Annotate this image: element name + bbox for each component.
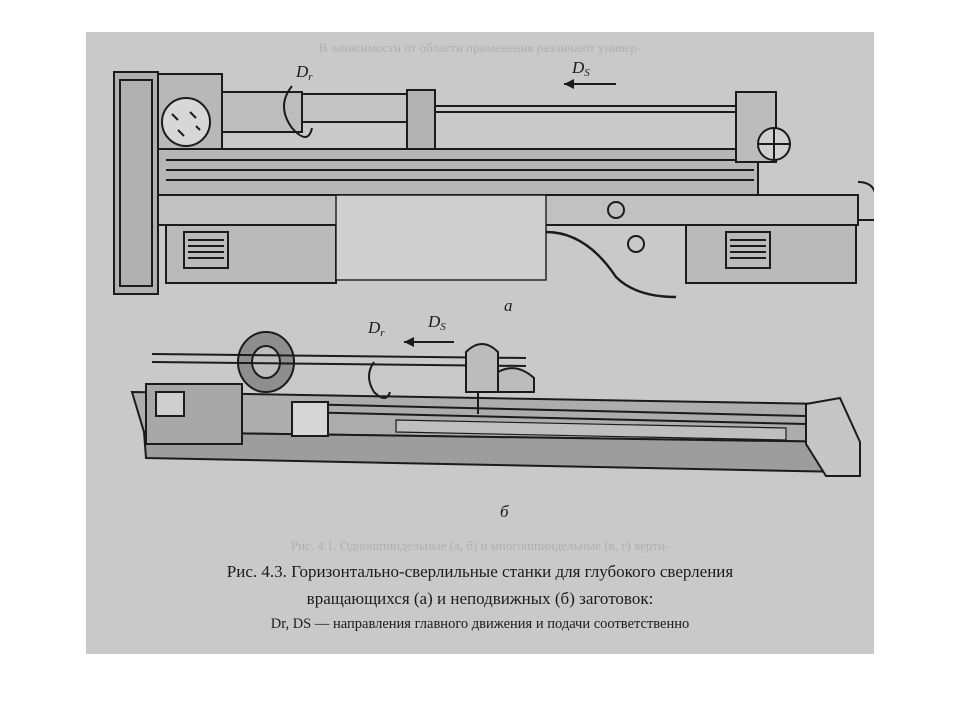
machine-a-drawing [113,71,874,299]
label-dr-bottom: Dr [368,318,385,339]
label-ds-bottom: DS [428,312,446,333]
label-dr-top: Dr [296,62,313,83]
machine-b-drawing [130,331,861,477]
label-a: а [504,296,513,315]
machine-drawings [113,71,874,477]
figure-caption-line-1: Рис. 4.3. Горизонтально-сверлильные стан… [226,562,734,581]
label-b: б [500,502,509,521]
figure-photo: В зависимости от области применения разл… [86,32,874,654]
label-ds-top: DS [572,58,590,79]
bleed-through-text-bottom: Рис. 4.1. Одношпиндельные (а, б) и много… [290,538,670,553]
bleed-through-text-top: В зависимости от области применения разл… [318,40,642,55]
figure-caption-line-2: вращающихся (а) и неподвижных (б) загото… [306,589,654,608]
figure-caption-line-3: Dr, DS — направления главного движения и… [270,616,690,632]
